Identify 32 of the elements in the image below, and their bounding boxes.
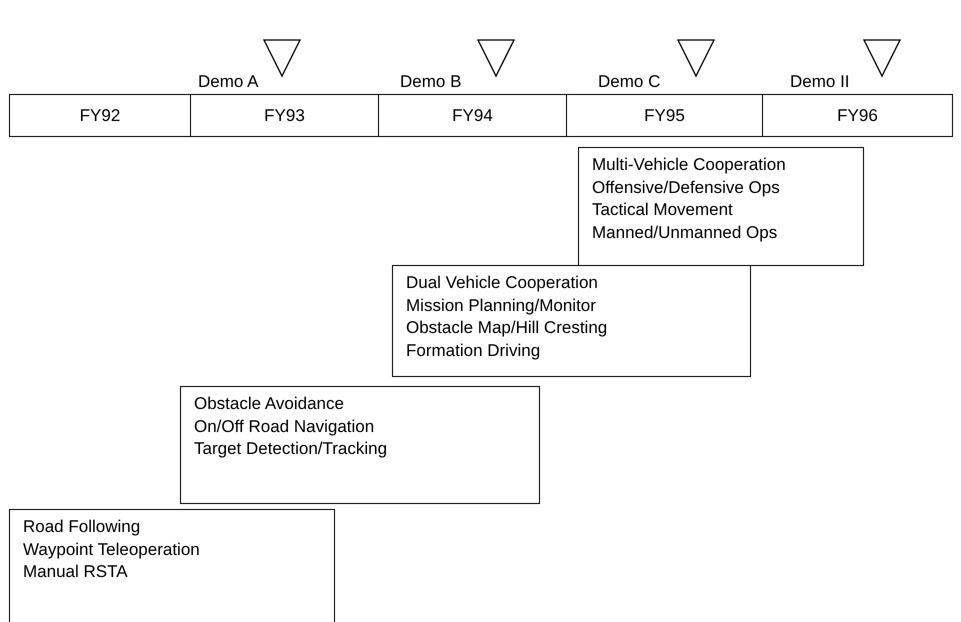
year-label: FY93 — [264, 106, 305, 126]
capability-box — [392, 265, 751, 377]
timeline-cell — [378, 94, 567, 137]
year-label: FY94 — [452, 106, 493, 126]
capability-text: Offensive/Defensive Ops — [592, 176, 780, 198]
timeline-cell — [190, 94, 379, 137]
capability-box — [578, 147, 864, 266]
year-label: FY95 — [644, 106, 685, 126]
timeline-cell — [9, 94, 191, 137]
capability-text: Mission Planning/Monitor — [406, 294, 596, 316]
capability-text: Road Following — [23, 516, 140, 538]
capability-text: Tactical Movement — [592, 199, 733, 221]
year-label: FY96 — [837, 106, 878, 126]
timeline-cell — [566, 94, 763, 137]
capability-text: Obstacle Avoidance — [194, 393, 344, 415]
milestone-label: Demo A — [198, 72, 258, 92]
milestone-label: Demo B — [400, 72, 462, 92]
year-label: FY92 — [80, 106, 120, 126]
capability-text: Waypoint Teleoperation — [23, 538, 200, 560]
capability-text: Multi-Vehicle Cooperation — [592, 154, 786, 176]
capability-text: Dual Vehicle Cooperation — [406, 272, 598, 294]
milestone-label: Demo C — [598, 72, 660, 92]
capability-box — [9, 509, 335, 622]
capability-text: Obstacle Map/Hill Cresting — [406, 317, 608, 339]
milestone-label: Demo II — [790, 72, 850, 92]
capability-text: Manual RSTA — [23, 561, 128, 583]
capability-text: On/Off Road Navigation — [194, 416, 374, 438]
capability-text: Target Detection/Tracking — [194, 438, 388, 460]
capability-box — [180, 386, 540, 504]
capability-text: Manned/Unmanned Ops — [592, 222, 778, 244]
capability-text: Formation Driving — [406, 340, 540, 362]
timeline-cell — [762, 94, 953, 137]
